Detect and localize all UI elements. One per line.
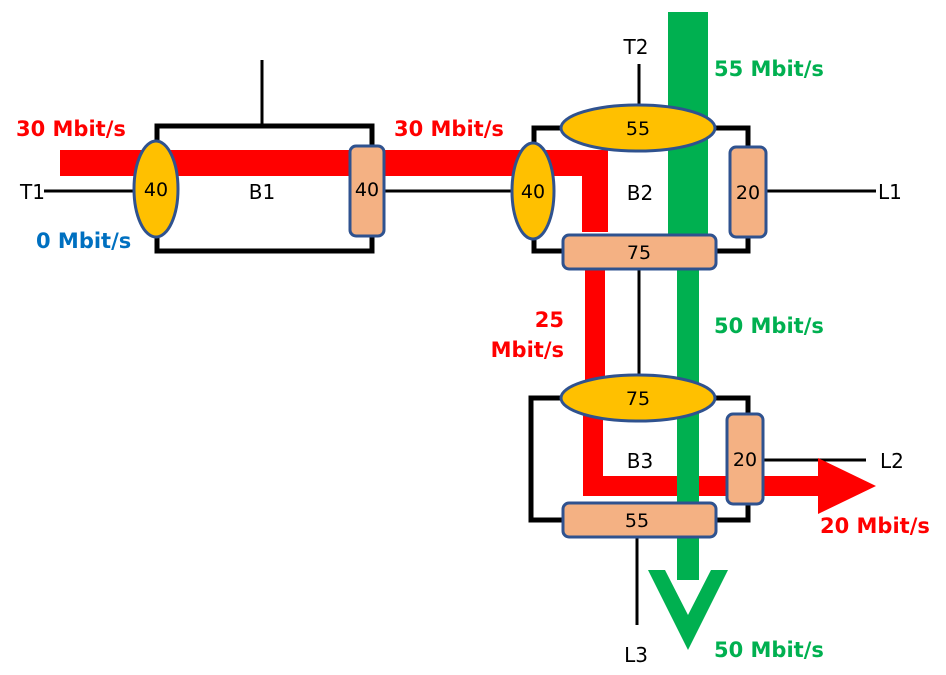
green-arrow-head <box>648 570 728 650</box>
svg-text:55: 55 <box>626 118 650 140</box>
rate-t1-red: 30 Mbit/s <box>16 117 126 141</box>
rate-b2-b3-red-line2: Mbit/s <box>491 338 564 362</box>
node-l3: L3 <box>624 643 648 667</box>
node-t2: T2 <box>623 35 649 59</box>
rate-b2-b3-green: 50 Mbit/s <box>714 314 824 338</box>
port-b2-top: 55 <box>559 103 717 153</box>
svg-text:75: 75 <box>627 242 651 264</box>
bridge-b3-label: B3 <box>627 449 653 473</box>
port-b3-top: 75 <box>559 373 717 423</box>
port-b1-right: 40 <box>348 144 386 238</box>
svg-text:40: 40 <box>521 181 545 203</box>
svg-text:75: 75 <box>626 388 650 410</box>
port-b2-right: 20 <box>728 145 768 239</box>
rate-t2-green: 55 Mbit/s <box>714 57 824 81</box>
svg-text:40: 40 <box>144 179 168 201</box>
rate-b2-b3-red-line1: 25 <box>535 308 564 332</box>
port-b3-bottom: 55 <box>561 501 718 539</box>
red-arrow-head <box>818 458 876 514</box>
port-b3-right: 20 <box>725 412 765 506</box>
node-l2: L2 <box>880 449 904 473</box>
bridge-b3-outline <box>528 395 751 523</box>
port-b2-left: 40 <box>510 141 556 241</box>
node-t1: T1 <box>19 180 45 204</box>
bridge-b1-label: B1 <box>249 180 275 204</box>
rate-t1-blue: 0 Mbit/s <box>36 229 131 253</box>
svg-text:20: 20 <box>736 182 760 204</box>
svg-text:55: 55 <box>625 510 649 532</box>
port-b2-bottom: 75 <box>561 233 718 271</box>
svg-text:40: 40 <box>355 179 379 201</box>
rate-b1-b2-red: 30 Mbit/s <box>394 117 504 141</box>
node-l1: L1 <box>878 180 902 204</box>
port-b1-left: 40 <box>132 139 180 239</box>
bridge-b2-label: B2 <box>627 181 653 205</box>
rate-l2-red: 20 Mbit/s <box>820 514 930 538</box>
bridge-b1-outline <box>154 60 375 254</box>
rate-l3-green: 50 Mbit/s <box>714 638 824 662</box>
svg-text:20: 20 <box>733 449 757 471</box>
